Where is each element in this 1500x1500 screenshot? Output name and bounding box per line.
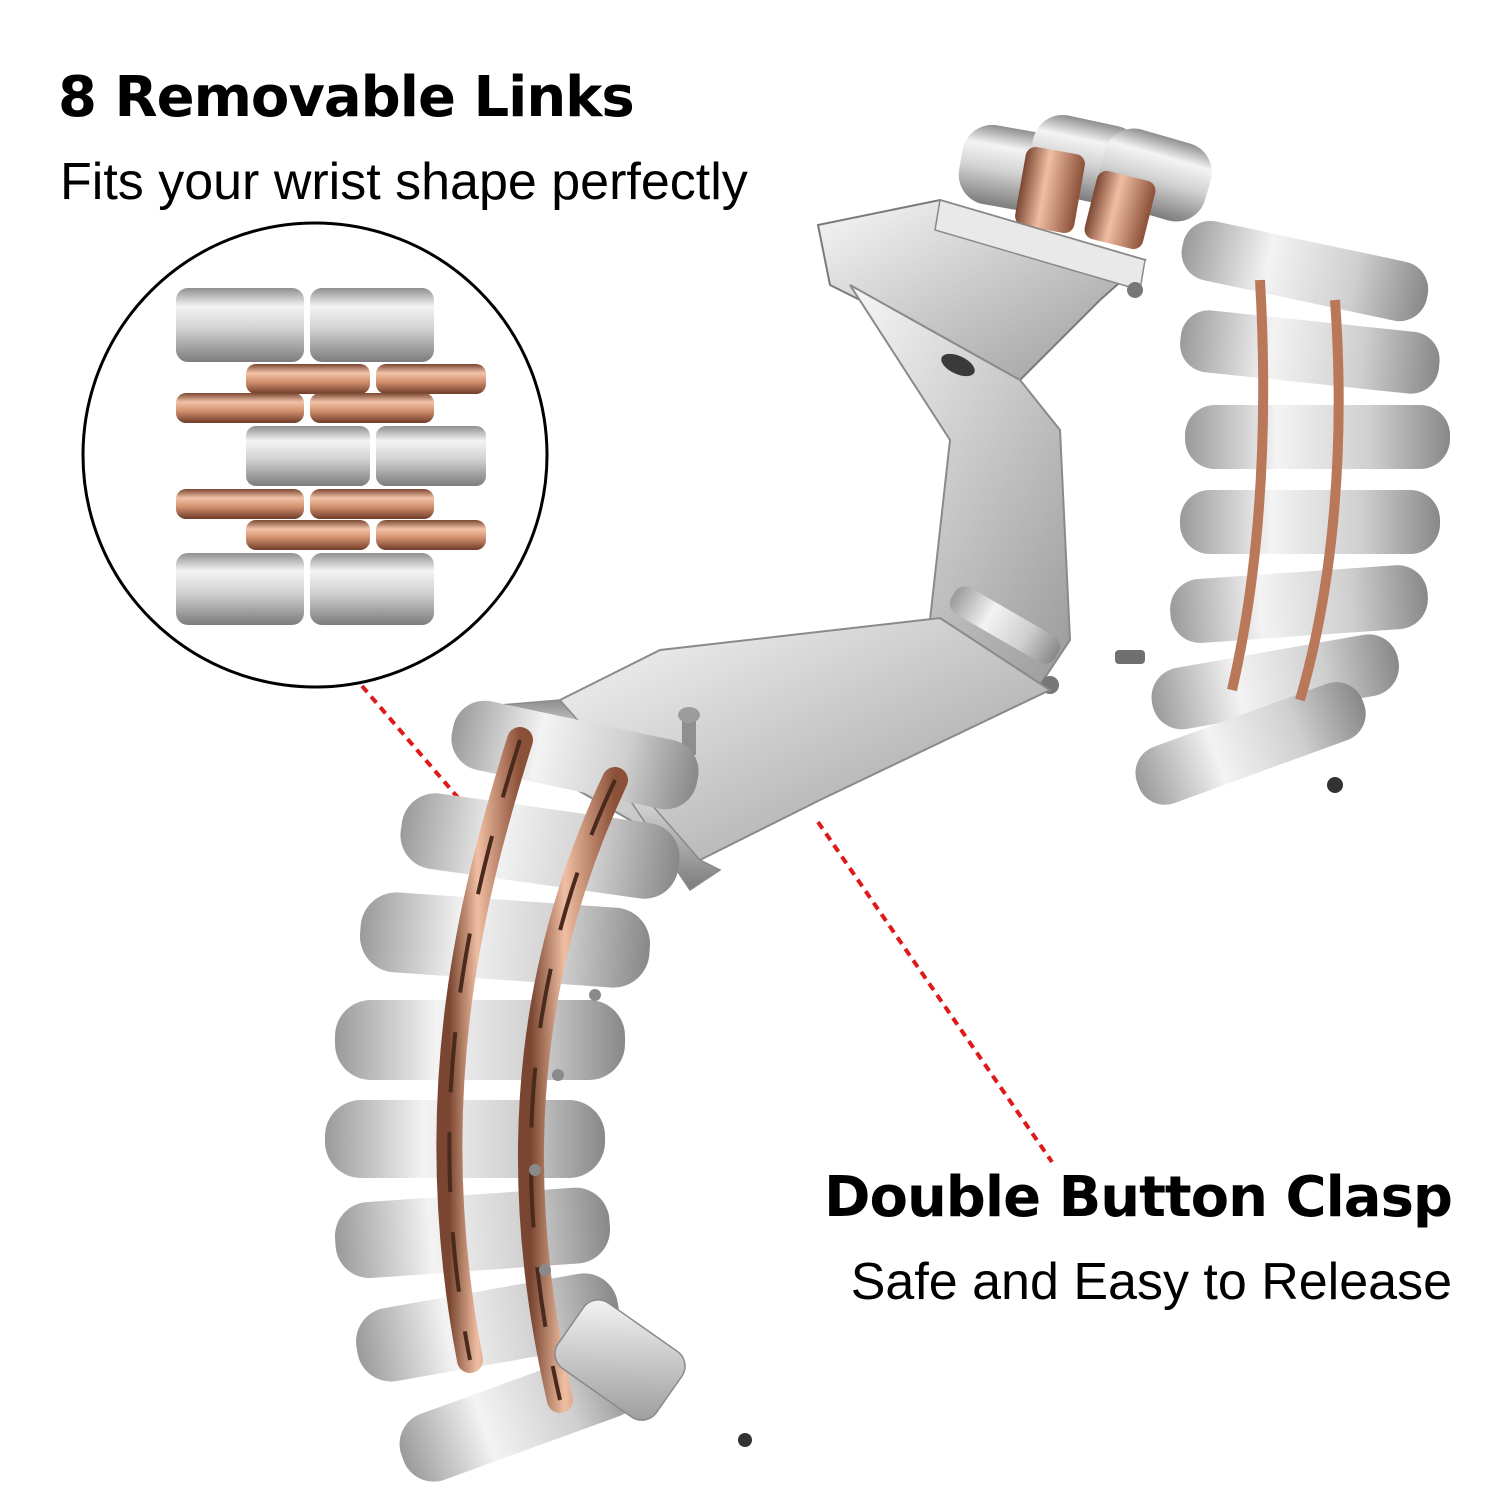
callout-clasp-subtitle: Safe and Easy to Release [850,1253,1452,1311]
leader-line-links [360,684,462,802]
band-upper-segment [958,115,1450,805]
callout-links: 8 Removable Links Fits your wrist shape … [58,65,748,211]
callout-links-subtitle: Fits your wrist shape perfectly [60,153,748,211]
band-lower-segment [325,700,752,1482]
leader-line-clasp [816,820,1054,1164]
callout-clasp: Double Button Clasp Safe and Easy to Rel… [823,1165,1453,1311]
callout-links-title: 8 Removable Links [58,65,635,130]
link-detail-magnifier-icon [81,221,549,689]
callout-clasp-title: Double Button Clasp [823,1165,1453,1230]
